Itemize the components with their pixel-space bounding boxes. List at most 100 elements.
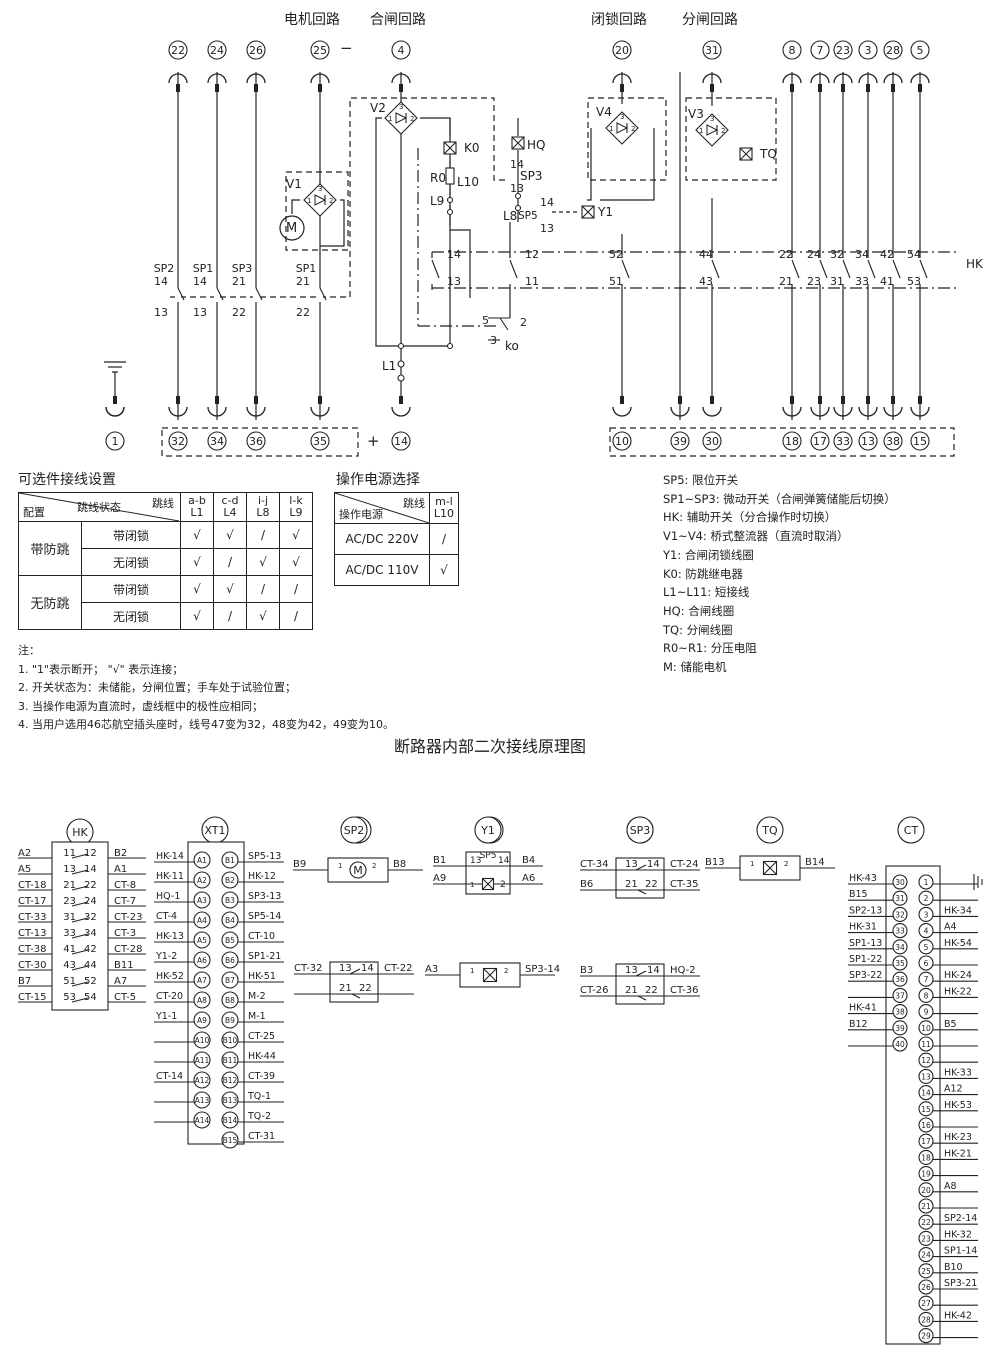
y1-pin: 14 bbox=[498, 856, 510, 866]
xt1-left-label: CT-4 bbox=[156, 911, 177, 922]
xt1-terminal-a-num: A7 bbox=[197, 976, 207, 985]
hk-gap bbox=[817, 258, 823, 284]
ct-terminal-left bbox=[892, 1036, 908, 1052]
xt1-terminal-b-num: B7 bbox=[225, 976, 235, 985]
hk-pin-upper: 52 bbox=[609, 248, 623, 261]
xt1-terminal-a bbox=[193, 1031, 211, 1049]
y1-block-title-number: Y1 bbox=[480, 824, 495, 837]
hk-pin-left: 13 bbox=[63, 864, 76, 875]
ct-terminal-right-num: 19 bbox=[921, 1170, 931, 1179]
sp3-block-title bbox=[626, 816, 654, 844]
legend-item: TQ: 分闸线圈 bbox=[663, 622, 733, 637]
ct-terminal-right bbox=[918, 971, 934, 987]
ct-terminal-right-num: 11 bbox=[921, 1040, 931, 1049]
xt1-right-label: M-2 bbox=[248, 991, 266, 1002]
bottom-terminal bbox=[810, 431, 830, 451]
optional-table-title: 可选件接线设置 bbox=[18, 472, 116, 488]
minus-sign: − bbox=[340, 39, 353, 57]
sp3-block-right-label: CT-36 bbox=[670, 985, 699, 996]
hk-contact bbox=[509, 259, 518, 279]
ct-terminal-right bbox=[918, 1149, 934, 1165]
ct-terminal-right-num: 9 bbox=[924, 1008, 929, 1017]
bottom-terminal bbox=[858, 431, 878, 451]
bottom-plug bbox=[810, 406, 830, 417]
cell: √ bbox=[180, 602, 214, 630]
hk-pin-upper: 12 bbox=[525, 248, 539, 261]
xt1-right-label: TQ-1 bbox=[247, 1091, 271, 1102]
ct-terminal-right-num: 8 bbox=[924, 991, 929, 1000]
ct-terminal-right bbox=[918, 1036, 934, 1052]
power-cell: / bbox=[429, 523, 459, 555]
xt1-terminal-a-num: A14 bbox=[195, 1116, 210, 1125]
xt1-terminal-b-num: B12 bbox=[223, 1076, 238, 1085]
coil-cross bbox=[443, 141, 457, 155]
sp3-block-left-label: CT-26 bbox=[580, 985, 609, 996]
power-table-corner: 跳线 操作电源 bbox=[334, 492, 430, 524]
xt1-terminal-b bbox=[221, 1071, 239, 1089]
bottom-plug bbox=[910, 406, 930, 417]
ct-terminal-right bbox=[918, 923, 934, 939]
hk-pin-right: 54 bbox=[84, 992, 97, 1003]
hk-pin-lower: 23 bbox=[807, 275, 821, 288]
top-terminal bbox=[310, 40, 330, 60]
hk-pin-left: 33 bbox=[63, 928, 76, 939]
hk-pin-left: 21 bbox=[63, 880, 76, 891]
cell: / bbox=[213, 548, 247, 576]
pin: 5 bbox=[482, 314, 489, 327]
motor-dashed-box bbox=[285, 171, 349, 251]
ct-terminal-right bbox=[918, 1117, 934, 1133]
label-l1: L1 bbox=[382, 359, 397, 373]
hk-pin-right: 24 bbox=[84, 896, 97, 907]
xt1-terminal-a-num: A12 bbox=[195, 1076, 210, 1085]
tq-block-pin: 1 bbox=[750, 860, 754, 868]
hk-right-label: A7 bbox=[114, 976, 127, 987]
pin: 2 bbox=[721, 127, 725, 135]
hk-pin-lower: 43 bbox=[699, 275, 713, 288]
tq-block-title bbox=[756, 816, 784, 844]
hk-pin-left: 41 bbox=[63, 944, 76, 955]
sp1-block-pin: 13 bbox=[625, 859, 638, 870]
sp1-block-right-label: CT-35 bbox=[670, 879, 699, 890]
row-label: 无闭锁 bbox=[81, 602, 181, 630]
note-line: 注： bbox=[18, 644, 40, 657]
ct-terminal-right-num: 6 bbox=[924, 959, 929, 968]
ct-terminal-right bbox=[918, 1068, 934, 1084]
resistor-r0 bbox=[445, 167, 455, 185]
note-line: 2. 开关状态为：未储能，分闸位置；手车处于试验位置； bbox=[18, 681, 296, 694]
ct-terminal-right bbox=[918, 1085, 934, 1101]
ct-right-label: HK-24 bbox=[944, 970, 972, 981]
hk-contact bbox=[621, 259, 630, 279]
xt1-terminal-b-num: B8 bbox=[225, 996, 235, 1005]
hk-pin-lower: 41 bbox=[880, 275, 894, 288]
bottom-terminal bbox=[612, 431, 632, 451]
xt1-terminal-a-num: A1 bbox=[197, 856, 207, 865]
top-plug bbox=[833, 73, 853, 84]
cell: √ bbox=[246, 602, 280, 630]
top-plug bbox=[246, 73, 266, 84]
top-terminal bbox=[168, 40, 188, 60]
row-label: 带闭锁 bbox=[81, 575, 181, 603]
legend-item: L1~L11: 短接线 bbox=[663, 585, 750, 600]
hk-contact bbox=[867, 259, 876, 279]
xt1-left-label: Y1-2 bbox=[155, 951, 177, 962]
xt1-right-label: SP1-21 bbox=[248, 951, 281, 962]
hk-left-label: CT-15 bbox=[18, 992, 47, 1003]
xt1-terminal-a bbox=[193, 891, 211, 909]
ct-terminal-right bbox=[918, 987, 934, 1003]
ct-terminal-right bbox=[918, 1230, 934, 1246]
ct-left-label: SP1-13 bbox=[849, 938, 882, 949]
xt1-terminal-a-num: A13 bbox=[195, 1096, 210, 1105]
cell: √ bbox=[279, 548, 313, 576]
hk-block-frame bbox=[51, 841, 109, 1011]
label-sp5: SP5 bbox=[518, 210, 538, 222]
ct-terminal-right bbox=[918, 906, 934, 922]
hk-left-label: A2 bbox=[18, 848, 31, 859]
top-terminal bbox=[910, 40, 930, 60]
ct-right-label: HK-22 bbox=[944, 986, 972, 997]
ct-terminal-right-num: 4 bbox=[924, 927, 929, 936]
switch-name: SP1 bbox=[193, 262, 214, 275]
sp3-block-pin: 21 bbox=[625, 985, 638, 996]
